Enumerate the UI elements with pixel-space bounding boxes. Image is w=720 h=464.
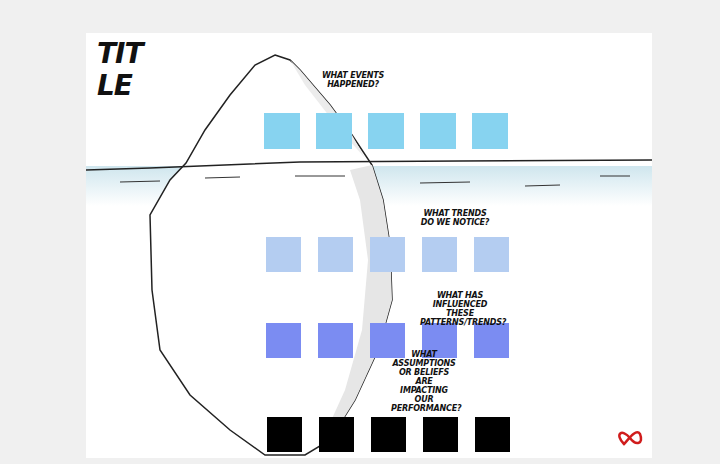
title: TITLE (97, 38, 153, 102)
water-ripples (120, 176, 630, 186)
question-label: WHAT ASSUMPTIONS OR BELIEFS ARE IMPACTIN… (391, 351, 457, 414)
water-line (86, 160, 652, 170)
logo (619, 432, 641, 444)
trend-squares (266, 237, 509, 272)
question-label: WHAT EVENTS HAPPENED? (320, 72, 386, 90)
question-label: WHAT TRENDS DO WE NOTICE? (420, 210, 490, 228)
question-label: WHAT HAS INFLUENCED THESE PATTERNS/TREND… (420, 292, 500, 328)
card (86, 33, 652, 458)
belief-squares (267, 417, 510, 452)
influence-squares (266, 323, 509, 358)
iceberg-shade (320, 165, 392, 445)
event-squares (264, 113, 508, 149)
iceberg (150, 55, 392, 455)
